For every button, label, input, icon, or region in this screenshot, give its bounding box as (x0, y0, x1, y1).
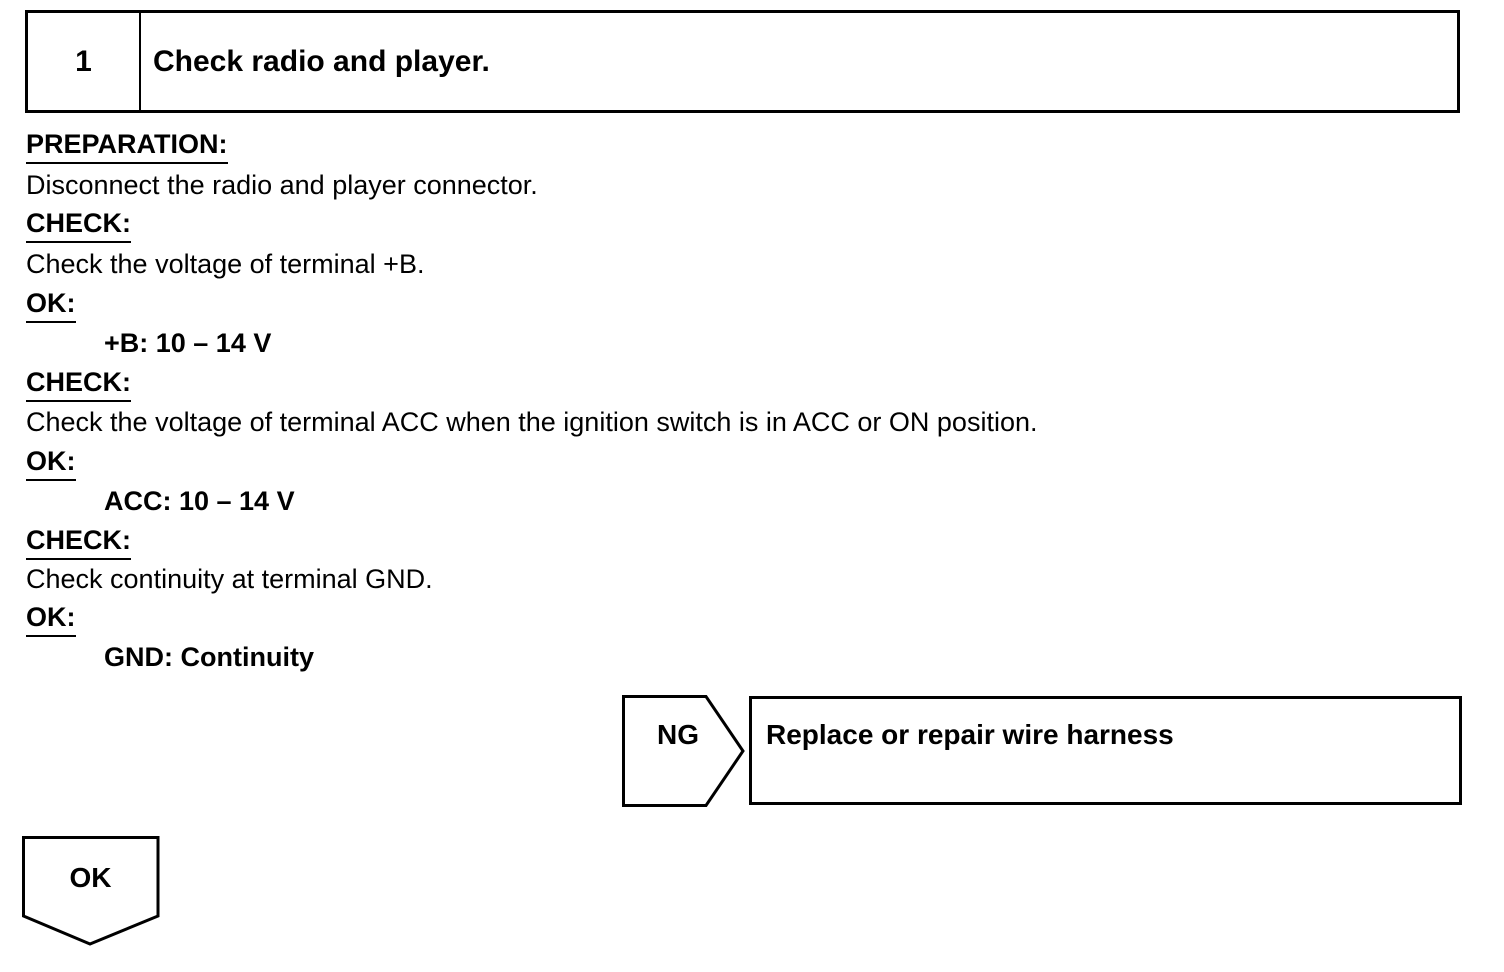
check-label-1: CHECK: (26, 208, 131, 243)
check-text-1: Check the voltage of terminal +B. (26, 249, 425, 279)
ng-arrow-tab (622, 695, 745, 807)
ok-label: OK (69, 862, 112, 893)
ok-label-1: OK: (26, 288, 76, 323)
step-number: 1 (28, 13, 141, 110)
ok-arrow-tab (22, 836, 160, 946)
check-text-3: Check continuity at terminal GND. (26, 564, 433, 594)
ok-spec-2: ACC: 10 – 14 V (104, 486, 295, 516)
preparation-label: PREPARATION: (26, 129, 228, 164)
ok-spec-1: +B: 10 – 14 V (104, 328, 272, 358)
check-label-2: CHECK: (26, 367, 131, 402)
ng-action-text: Replace or repair wire harness (766, 719, 1174, 750)
preparation-text: Disconnect the radio and player connecto… (26, 170, 538, 200)
ok-spec-3: GND: Continuity (104, 642, 314, 672)
step-title: Check radio and player. (153, 44, 490, 78)
ok-label-2: OK: (26, 446, 76, 481)
ng-label: NG (657, 719, 699, 750)
ng-action-box: Replace or repair wire harness (749, 696, 1462, 805)
step-header-box: 1 Check radio and player. (25, 10, 1460, 113)
check-text-2: Check the voltage of terminal ACC when t… (26, 407, 1038, 437)
check-label-3: CHECK: (26, 525, 131, 560)
ok-label-3: OK: (26, 602, 76, 637)
